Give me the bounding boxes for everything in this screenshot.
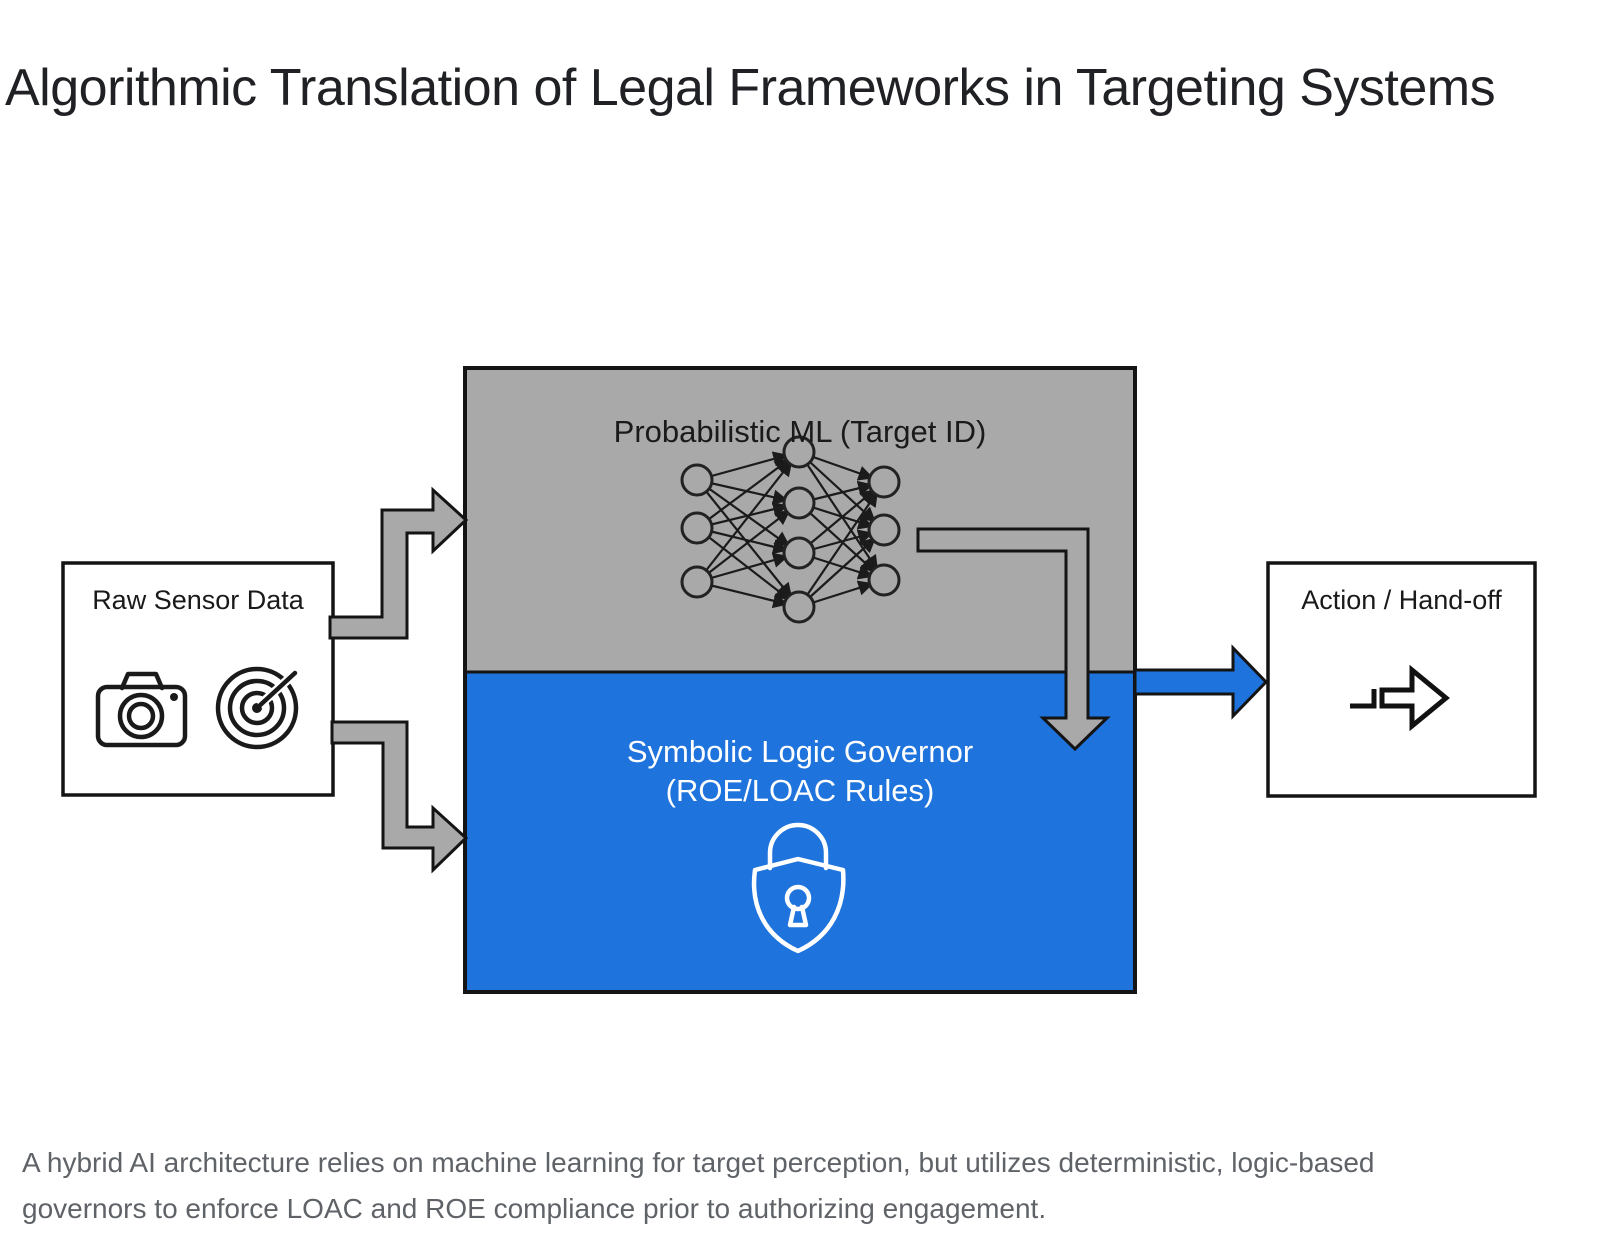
action-label: Action / Hand-off — [1301, 585, 1502, 615]
arrow-governor-to-action — [1133, 644, 1269, 720]
governor-label: Symbolic Logic Governor (ROE/LOAC Rules) — [465, 732, 1135, 810]
figure-caption: A hybrid AI architecture relies on machi… — [22, 1140, 1542, 1232]
neural-network-icon — [680, 435, 901, 624]
governor-label-line1: Symbolic Logic Governor — [626, 734, 974, 769]
action-handoff-box — [1266, 561, 1537, 798]
arrow-ml-to-governor — [916, 527, 1111, 752]
arrow-raw-to-governor — [330, 720, 469, 874]
governor-label-line2: (ROE/LOAC Rules) — [665, 773, 935, 808]
page-title: Algorithmic Translation of Legal Framewo… — [5, 59, 1496, 117]
shield-lock-icon — [751, 822, 846, 954]
arrow-raw-to-ml — [328, 486, 469, 640]
figure-caption-line1: A hybrid AI architecture relies on machi… — [22, 1147, 1375, 1178]
raw-sensor-label: Raw Sensor Data — [92, 585, 304, 615]
radar-target-icon — [215, 666, 299, 750]
camera-icon — [95, 671, 188, 748]
governor-section — [465, 672, 1135, 992]
ml-label: Probabilistic ML (Target ID) — [613, 414, 987, 449]
handoff-arrow-icon — [1350, 664, 1450, 732]
figure-caption-line2: governors to enforce LOAC and ROE compli… — [22, 1193, 1047, 1224]
